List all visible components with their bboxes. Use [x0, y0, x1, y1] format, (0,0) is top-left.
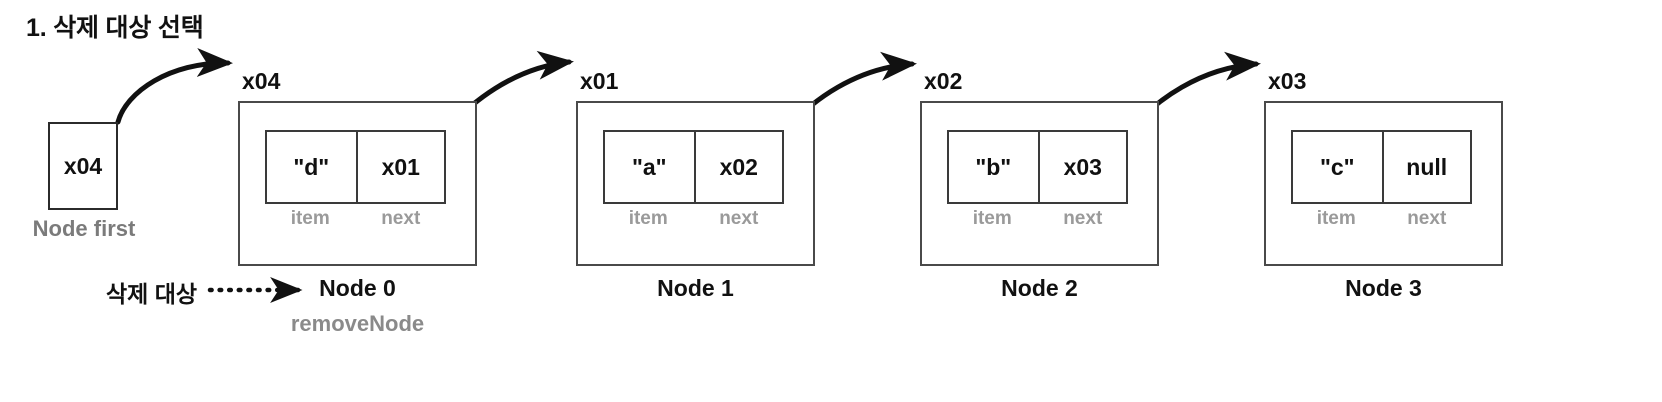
node-field-labels: item next — [265, 208, 446, 230]
delete-target-label: 삭제 대상 — [106, 281, 198, 307]
next-field-label: next — [381, 208, 421, 229]
node-caption: Node 3 — [1345, 275, 1422, 301]
node-first-value: x04 — [63, 152, 103, 179]
node-fields: "b" x03 — [947, 130, 1128, 204]
node-field-labels: item next — [947, 208, 1128, 230]
node-item-value: "b" — [975, 153, 1012, 180]
item-field-label: item — [628, 208, 668, 229]
node-next-value: x01 — [355, 132, 445, 202]
node-next-value: null — [1381, 132, 1471, 202]
item-field-label: item — [290, 208, 330, 229]
node-item-value: "d" — [293, 153, 330, 180]
node-field-labels: item next — [603, 208, 784, 230]
node-fields: "c" null — [1291, 130, 1472, 204]
node-next-value: x03 — [1037, 132, 1127, 202]
item-field-label: item — [1316, 208, 1356, 229]
next-field-label: next — [1407, 208, 1447, 229]
node-item-value: "a" — [631, 153, 667, 180]
next-field-label: next — [719, 208, 759, 229]
node-next-value: x02 — [693, 132, 783, 202]
page-title: 1. 삭제 대상 선택 — [26, 14, 204, 42]
node-address-label: x03 — [1268, 68, 1307, 94]
node-fields: "a" x02 — [603, 130, 784, 204]
node-first-caption: Node first — [32, 216, 136, 241]
node-first-box: x04 — [48, 122, 118, 210]
arrow-first-to-node0 — [115, 47, 233, 125]
node-item-value: "c" — [1319, 153, 1355, 180]
node-caption: Node 1 — [657, 275, 734, 301]
node-subcaption: removeNode — [290, 311, 425, 336]
node-caption: Node 0 — [319, 275, 396, 301]
item-field-label: item — [972, 208, 1012, 229]
node-address-label: x01 — [580, 68, 619, 94]
node-address-label: x02 — [924, 68, 963, 94]
node-address-label: x04 — [242, 68, 281, 94]
next-field-label: next — [1063, 208, 1103, 229]
node-fields: "d" x01 — [265, 130, 446, 204]
node-caption: Node 2 — [1001, 275, 1078, 301]
node-field-labels: item next — [1291, 208, 1472, 230]
